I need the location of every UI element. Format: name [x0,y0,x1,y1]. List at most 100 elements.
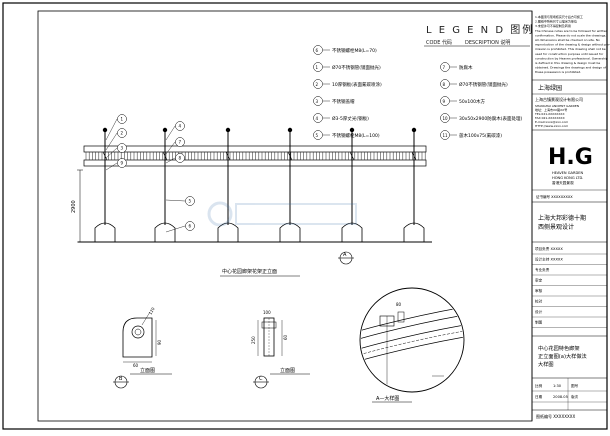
elevation-callout: 6 [165,221,195,233]
legend-code: 7 [443,65,446,70]
signoff-row: 审核 [535,288,543,293]
post-footing [154,222,176,243]
callout-leader [105,147,118,159]
brand-line: HEAVEN GARDEN [552,171,584,175]
company-line: FAX:021-XXXXXXXX [535,116,565,120]
legend-desc: 30x50x2900防腐木(表面处理) [459,115,522,122]
legend-desc-header: DESCRIPTION 说明 [465,39,510,46]
lower-beam [83,159,427,167]
post-bolt [162,151,168,161]
detail-b: 120 90 60 B 立面图 [113,306,172,389]
section-marker-label: A [343,252,347,258]
top-beam [83,145,427,153]
note-line: reproduction of the drawing & design wit… [535,43,610,47]
elevation-callout: 4 [165,121,185,141]
note-line: confirmation. Please do not scale the dr… [535,33,606,37]
legend-code-bubble [313,79,323,89]
brand-line: 香港天园景观 [552,180,574,185]
elevation-callout: 1 [105,114,127,141]
callout-label: 1 [121,117,124,122]
elevation-callout: 5 [165,196,195,206]
signoff-row: 审定 [535,278,543,283]
callout-label: 5 [189,199,192,204]
detail-c: 60 250 100 C 立面图 [251,310,310,389]
legend-code-bubble [440,62,450,72]
post-bolt [287,151,293,161]
legend-code: 1 [316,65,319,70]
title-block: 1.本图须与现场核实尺寸后方可施工2.图纸中所有尺寸以毫米为单位3.未经许可不得… [531,11,610,421]
legend-code-bubble [313,96,323,106]
legend-code-header: CODE 代码 [426,39,452,46]
post [403,127,425,243]
brand-line: HONG KONG LTD. [552,176,583,180]
legend-code-bubble [313,62,323,72]
legend-desc: Ø3-5厚丈光(钢板) [332,115,369,122]
note-line: mission is prohibited. This drawing shal… [535,47,606,51]
note-line: The Chinese notes are to be followed for… [534,29,608,33]
legend-item: 10 30x50x2900防腐木(表面处理) [440,113,522,123]
legend-desc: 10厚钢板(表面氟碳喷涂) [332,81,382,88]
post-cap [287,127,293,133]
note-line: 2.图纸中所有尺寸以毫米为单位 [535,19,577,24]
legend-code: 4 [316,116,319,121]
callout-bubble [185,221,195,231]
post-footing [341,222,363,243]
note-line: All dimensions shall be checked on site.… [535,38,600,42]
callout-leader [105,162,118,171]
company-line: TEL:021-XXXXXXXX [534,112,565,116]
legend-code: 10 [443,116,449,121]
elevation-callout: 2 [105,128,127,151]
legend-desc: 50x100木方 [459,98,485,105]
callout-leader [165,157,176,164]
legend-item: 4 Ø3-5厚丈光(钢板) [313,113,369,123]
post [154,127,176,243]
logo-text: H.G [548,145,593,170]
section-marker-a: A [338,251,354,265]
callout-bubble [175,121,185,131]
post-footing [403,222,425,243]
note-line: 1.本图须与现场核实尺寸后方可施工 [535,14,583,19]
post [279,127,301,243]
legend-code: 9 [443,99,446,104]
drawing-title-line: 大样图 [538,360,554,368]
signoff-row: 设计主持 XXXXX [535,257,563,262]
project-line: 西侧景观设计 [538,223,574,231]
detail-a-dim: 80 [396,302,402,307]
meta-cell: 比例 [535,383,543,388]
note-line: 3.未经许可不得复制及转用 [535,23,571,28]
callout-label: 8 [179,156,182,161]
post-cap [225,127,231,133]
rafter-hatching [85,152,426,160]
post-bolt [102,151,108,161]
detail-a: A—大样图 80 [359,287,465,403]
legend-code: 8 [443,82,446,87]
callout-leader [165,199,186,202]
post [94,127,116,243]
legend-code-bubble [313,45,323,55]
inner-frame [37,10,533,422]
meta-cell: 图号 [571,383,579,388]
outer-frame [2,2,608,430]
meta-cell: 2008.05 [553,395,568,399]
legend-code-bubble [313,113,323,123]
legend-code-bubble [440,96,450,106]
legend-desc: 不锈钢盖帽 [332,98,355,105]
drawing-title-line: 正立面图(a)大样做法 [538,352,587,360]
note-line: construction by Heaven professional. Own… [535,56,608,60]
legend-desc: 不锈钢螺栓M8(L=70) [332,47,377,54]
callout-leader [165,141,176,155]
cert-line: 证书编号 XXXXXXXXX [536,194,573,199]
callout-bubble [185,196,195,206]
post [217,127,239,243]
callout-leader [165,125,176,141]
detail-c-label: C [259,376,263,382]
detail-a-caption: A—大样图 [376,395,399,402]
